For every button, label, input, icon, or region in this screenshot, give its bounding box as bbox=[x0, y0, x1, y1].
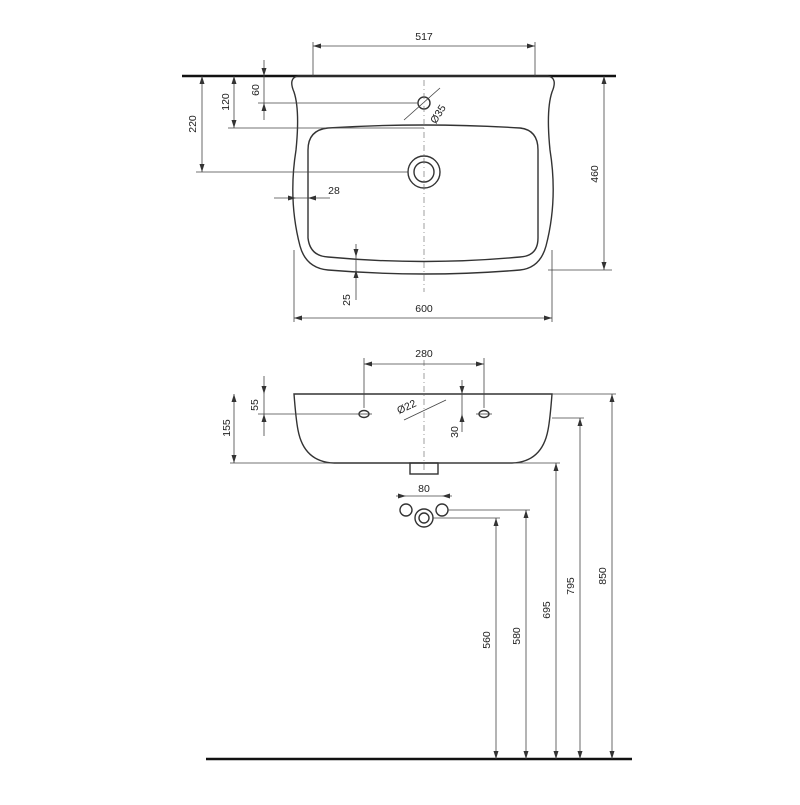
dim-580: 580 bbox=[511, 627, 523, 645]
pipe-left bbox=[399, 503, 413, 517]
bolt-hole-left bbox=[356, 409, 372, 419]
dim-25: 25 bbox=[341, 294, 353, 306]
top-view: 517 600 460 220 120 60 Ø35 bbox=[182, 31, 616, 322]
dim-155: 155 bbox=[221, 419, 233, 437]
pipe-center-outer bbox=[414, 508, 434, 528]
basin-outline-top bbox=[291, 75, 555, 275]
dim-517: 517 bbox=[415, 31, 433, 43]
dim-diameter-35: Ø35 bbox=[428, 103, 449, 126]
dim-120: 120 bbox=[220, 93, 232, 111]
pipe-center-inner bbox=[418, 512, 430, 524]
pipe-right bbox=[435, 503, 449, 517]
dim-795: 795 bbox=[565, 577, 577, 595]
dim-55: 55 bbox=[249, 399, 261, 411]
basin-outline-front bbox=[293, 393, 553, 464]
dim-60: 60 bbox=[250, 84, 262, 96]
dim-220: 220 bbox=[187, 115, 199, 133]
dim-460: 460 bbox=[589, 165, 601, 183]
dim-80: 80 bbox=[418, 483, 430, 495]
dim-850: 850 bbox=[597, 567, 609, 585]
dim-560: 560 bbox=[481, 631, 493, 649]
dim-diameter-22: Ø22 bbox=[395, 398, 418, 417]
front-view: 280 Ø22 30 55 155 80 bbox=[206, 348, 632, 761]
bowl-outline-top bbox=[307, 124, 539, 263]
dim-280: 280 bbox=[415, 348, 433, 360]
dim-600: 600 bbox=[415, 303, 433, 315]
dim-28: 28 bbox=[328, 185, 340, 197]
bolt-hole-right bbox=[476, 409, 492, 419]
dim-30: 30 bbox=[449, 426, 461, 438]
tap-hole-leader bbox=[403, 87, 441, 121]
dim-695: 695 bbox=[541, 601, 553, 619]
